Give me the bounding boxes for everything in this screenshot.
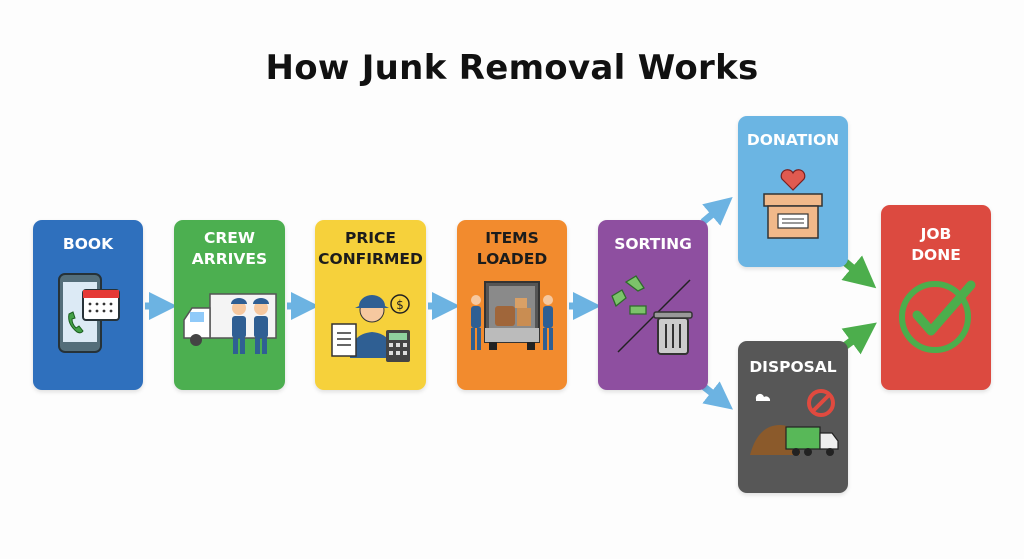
step-price-label-1: PRICE <box>344 229 397 247</box>
step-donation: DONATION <box>738 116 848 267</box>
step-disposal: DISPOSAL <box>738 341 848 493</box>
check-circle-icon <box>899 280 976 353</box>
step-disposal-label: DISPOSAL <box>749 358 837 376</box>
step-done-label-2: DONE <box>911 246 961 264</box>
arrow-sorting-donation <box>700 196 733 226</box>
step-done-label-1: JOB <box>920 225 952 243</box>
step-crew-arrives: CREW ARRIVES <box>174 220 285 390</box>
arrow-disposal-done <box>841 322 877 355</box>
step-sorting-label: SORTING <box>614 235 692 253</box>
step-price-confirmed: PRICE CONFIRMED $ <box>315 220 426 390</box>
step-items-label-1: ITEMS <box>485 229 539 247</box>
step-sorting: SORTING <box>598 220 708 390</box>
step-book: BOOK <box>33 220 143 390</box>
step-crew-label-1: CREW <box>204 229 255 247</box>
step-items-loaded: ITEMS LOADED <box>457 220 567 390</box>
truck-crew-icon <box>183 293 277 354</box>
loading-truck-icon <box>471 281 553 350</box>
phone-calendar-icon <box>58 273 120 353</box>
step-price-label-2: CONFIRMED <box>318 250 423 268</box>
donation-box-icon <box>763 169 823 239</box>
svg-text:$: $ <box>396 298 404 312</box>
recycle-trash-icon <box>611 275 693 355</box>
step-book-label: BOOK <box>62 235 114 253</box>
page-title: How Junk Removal Works <box>265 48 759 88</box>
step-crew-label-2: ARRIVES <box>191 250 268 268</box>
step-items-label-2: LOADED <box>476 250 548 268</box>
step-job-done: JOB DONE <box>881 205 991 390</box>
arrow-donation-done <box>841 255 877 289</box>
arrow-sorting-disposal <box>700 381 733 410</box>
clipboard-calculator-icon: $ <box>331 294 410 362</box>
step-donation-label: DONATION <box>746 131 840 149</box>
landfill-truck-icon <box>750 389 839 456</box>
